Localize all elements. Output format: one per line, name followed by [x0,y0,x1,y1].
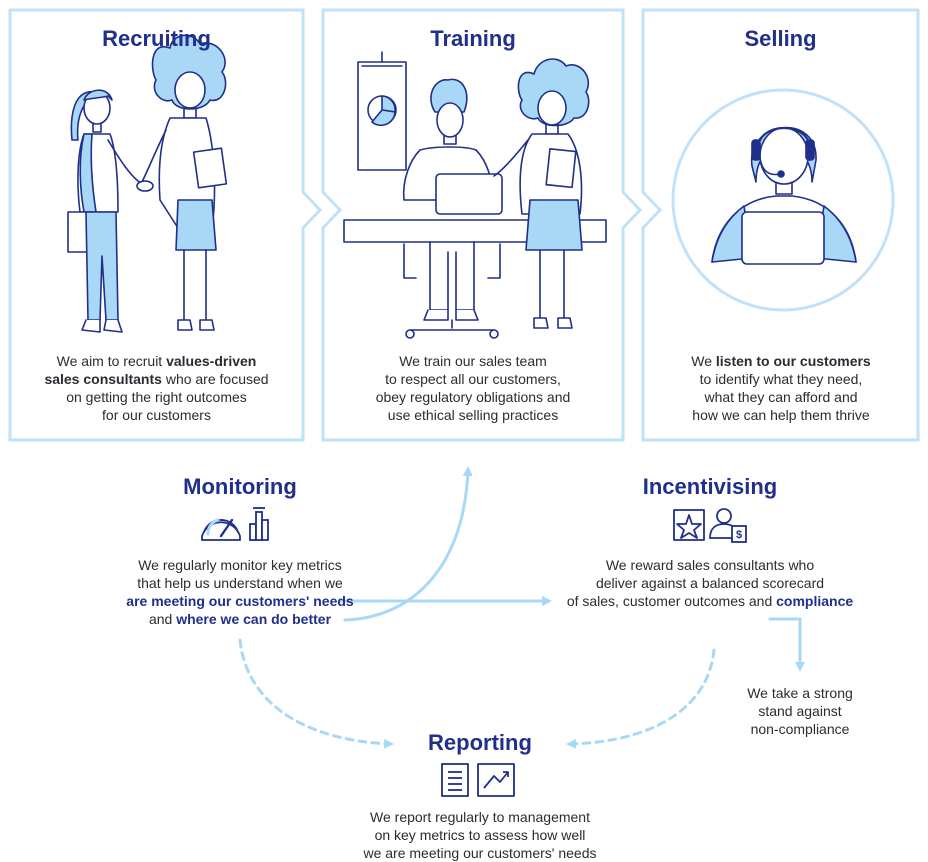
speedometer-icon [201,518,241,541]
stage-title-monitoring: Monitoring [183,474,297,499]
stage-title-incentivising: Incentivising [642,474,778,499]
person-dollar-icon: $ [709,508,747,543]
monitoring-to-training-arrow [343,466,473,622]
stage-title-reporting: Reporting [428,730,532,755]
bar-chart-icon [249,507,269,541]
recruiting-description: We aim to recruit values-driven sales co… [44,353,269,423]
stage-title-training: Training [430,26,516,51]
monitoring-to-reporting-arrow [238,638,394,749]
reporting-description: We report regularly to management on key… [363,809,597,861]
panel-recruiting-frame [8,8,323,442]
monitoring-description: We regularly monitor key metrics that he… [126,557,354,627]
stage-title-selling: Selling [744,26,817,51]
selling-description: We listen to our customers to identify w… [691,353,871,423]
non-compliance-note: We take a strong stand against non-compl… [747,685,853,737]
star-certificate-icon [673,509,705,541]
flow-arrows [238,466,805,749]
panel-selling-frame [641,8,920,442]
trend-chart-icon [477,763,515,797]
selling-illustration [671,88,895,312]
compliance-to-note-arrow [768,617,805,672]
svg-text:$: $ [736,529,742,541]
stage-title-recruiting: Recruiting [102,26,211,51]
incentivising-to-reporting-arrow [566,648,716,749]
panel-training-frame [321,8,643,442]
training-description: We train our sales team to respect all o… [375,353,571,423]
training-illustration [343,51,607,339]
incentivising-description: We reward sales consultants who deliver … [566,557,854,609]
report-list-icon [441,763,469,797]
recruiting-illustration [67,34,228,333]
